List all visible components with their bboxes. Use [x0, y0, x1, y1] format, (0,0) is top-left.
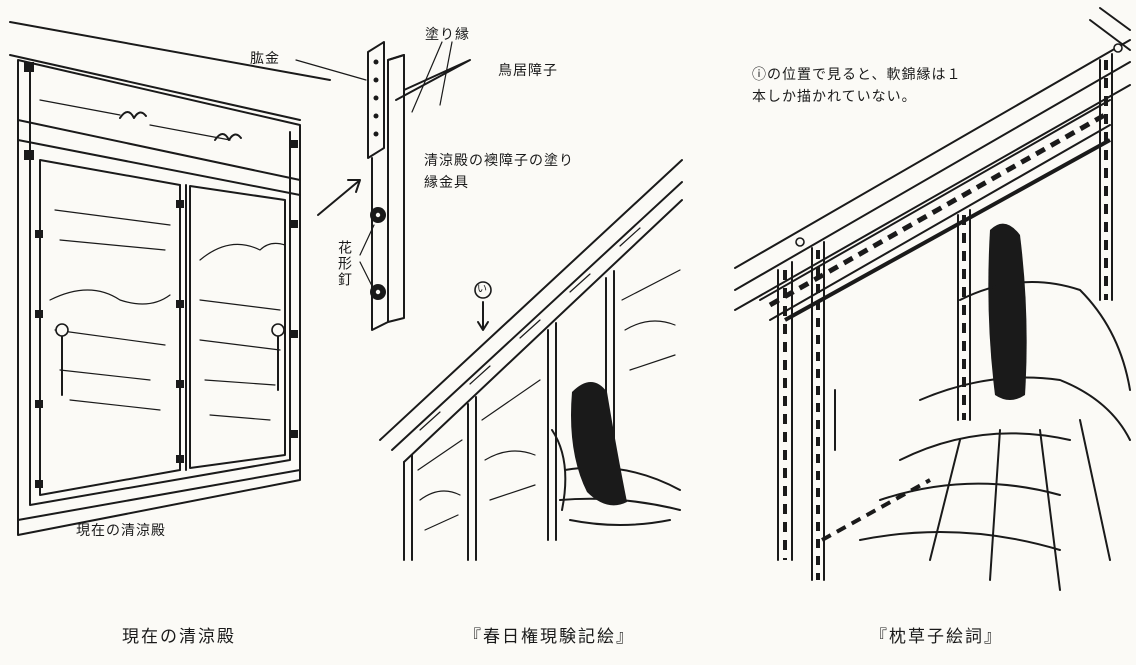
- label-hanagata-kugi: 花形釘: [336, 240, 352, 288]
- left-sublabel: 現在の清涼殿: [76, 523, 166, 539]
- right-note: ⓘの位置で見ると、軟錦縁は１本しか描かれていない。: [752, 67, 962, 105]
- caption-middle: 『春日権現験記絵』: [464, 627, 635, 647]
- detail-note: 清涼殿の襖障子の塗り縁金具: [424, 153, 574, 191]
- caption-left: 現在の清涼殿: [122, 627, 236, 647]
- marker-i: い: [477, 284, 487, 295]
- label-torii-shoji: 鳥居障子: [498, 63, 558, 79]
- label-nuribuchi: 塗り縁: [425, 27, 470, 43]
- label-kowagane: 肱金: [250, 51, 280, 67]
- caption-right: 『枕草子絵詞』: [870, 627, 1003, 647]
